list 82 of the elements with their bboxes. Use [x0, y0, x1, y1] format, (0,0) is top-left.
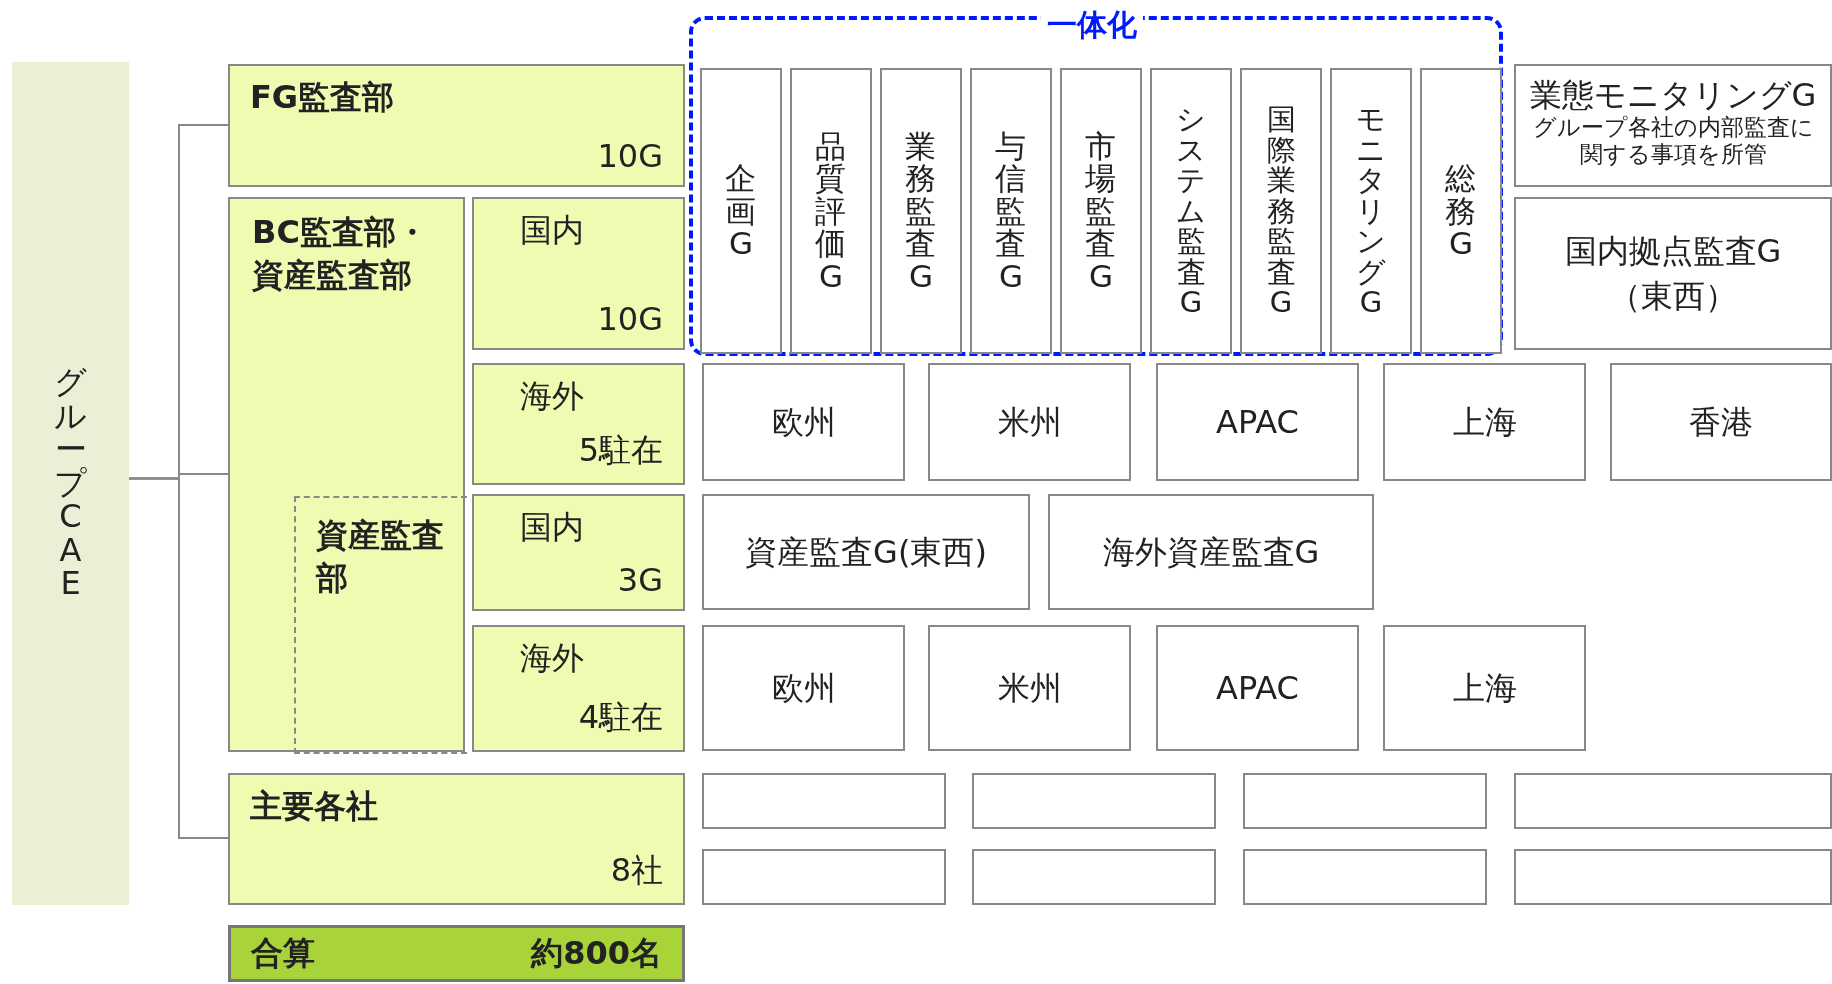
department-name: 国内 — [519, 210, 585, 251]
unit-description: グループ各社の内部監査に関する事項を所管 — [1531, 114, 1815, 168]
department-box — [228, 197, 465, 752]
group-label: 市場監査G — [1084, 129, 1118, 293]
group-heading: 一体化 — [1041, 10, 1143, 40]
unit-name: 欧州 — [770, 667, 837, 709]
unit-name: 米州 — [996, 667, 1063, 709]
company-box — [972, 849, 1216, 905]
unit-box — [1048, 494, 1374, 610]
department-name: 合算 — [251, 932, 315, 974]
group-label: 品質評価G — [814, 129, 848, 293]
company-box — [702, 773, 946, 829]
group-box — [1420, 68, 1502, 354]
group-label: 企画G — [724, 162, 758, 260]
band-panel — [12, 62, 129, 905]
unit-box — [1156, 625, 1359, 751]
department-name: 海外 — [519, 376, 585, 417]
unit-box — [702, 494, 1030, 610]
company-box — [1514, 773, 1832, 829]
group-label: 業務監査G — [904, 129, 938, 293]
group-label: 与信監査G — [994, 129, 1028, 293]
unit-name: 上海 — [1451, 667, 1518, 709]
unit-box — [1156, 363, 1359, 481]
staff-count: 8社 — [610, 850, 663, 891]
group-box — [1240, 68, 1322, 354]
band-label: グループCAE — [53, 365, 88, 602]
unit-box — [702, 363, 905, 481]
group-box — [790, 68, 872, 354]
company-box — [702, 849, 946, 905]
unit-box — [928, 625, 1131, 751]
company-box — [972, 773, 1216, 829]
unit-box — [1383, 625, 1586, 751]
unit-box — [1514, 64, 1832, 187]
department-name: BC監査部・資産監査部 — [252, 212, 429, 297]
unit-name: APAC — [1215, 667, 1300, 709]
unit-name: APAC — [1215, 401, 1300, 443]
group-label: システム監査G — [1175, 104, 1207, 318]
department-name: 国内 — [519, 507, 585, 548]
connector-line — [128, 477, 229, 839]
group-box — [970, 68, 1052, 354]
department-box — [228, 64, 685, 187]
department-box — [472, 625, 685, 752]
unit-name: 海外資産監査G — [1101, 531, 1321, 573]
unit-box — [1383, 363, 1586, 481]
group-box — [880, 68, 962, 354]
unit-box — [928, 363, 1131, 481]
sub-department-box — [294, 496, 467, 754]
staff-count: 3G — [617, 561, 663, 599]
unit-name: 米州 — [996, 401, 1063, 443]
group-label: モニタリングG — [1355, 104, 1387, 318]
unit-box — [1610, 363, 1832, 481]
total-box — [228, 925, 685, 982]
group-box — [1060, 68, 1142, 354]
staff-count: 5駐在 — [578, 430, 663, 471]
headcount: 約800名 — [531, 932, 662, 974]
department-box — [472, 197, 685, 350]
unit-name: 業態モニタリングG — [1529, 76, 1817, 115]
department-box — [472, 363, 685, 485]
group-box — [1150, 68, 1232, 354]
unit-box — [1514, 197, 1832, 350]
department-name: 海外 — [519, 638, 585, 679]
unit-name: 香港 — [1688, 401, 1754, 443]
unit-name: 上海 — [1451, 401, 1518, 443]
unit-name: 国内拠点監査G （東西） — [1563, 230, 1783, 317]
company-box — [1243, 773, 1487, 829]
staff-count: 4駐在 — [578, 697, 663, 738]
staff-count: 10G — [597, 137, 663, 175]
group-label: 国際業務監査G — [1265, 104, 1297, 318]
unit-name: 資産監査G(東西) — [744, 531, 988, 573]
company-box — [1243, 849, 1487, 905]
staff-count: 10G — [597, 300, 663, 338]
group-box — [1330, 68, 1412, 354]
group-box — [700, 68, 782, 354]
department-name: 主要各社 — [250, 786, 379, 827]
department-name: 資産監査部 — [316, 515, 445, 600]
department-box — [472, 494, 685, 611]
department-name: FG監査部 — [250, 77, 396, 118]
department-box — [228, 773, 685, 905]
unit-name: 欧州 — [770, 401, 837, 443]
company-box — [1514, 849, 1832, 905]
group-label: 総務G — [1444, 162, 1478, 260]
unit-box — [702, 625, 905, 751]
